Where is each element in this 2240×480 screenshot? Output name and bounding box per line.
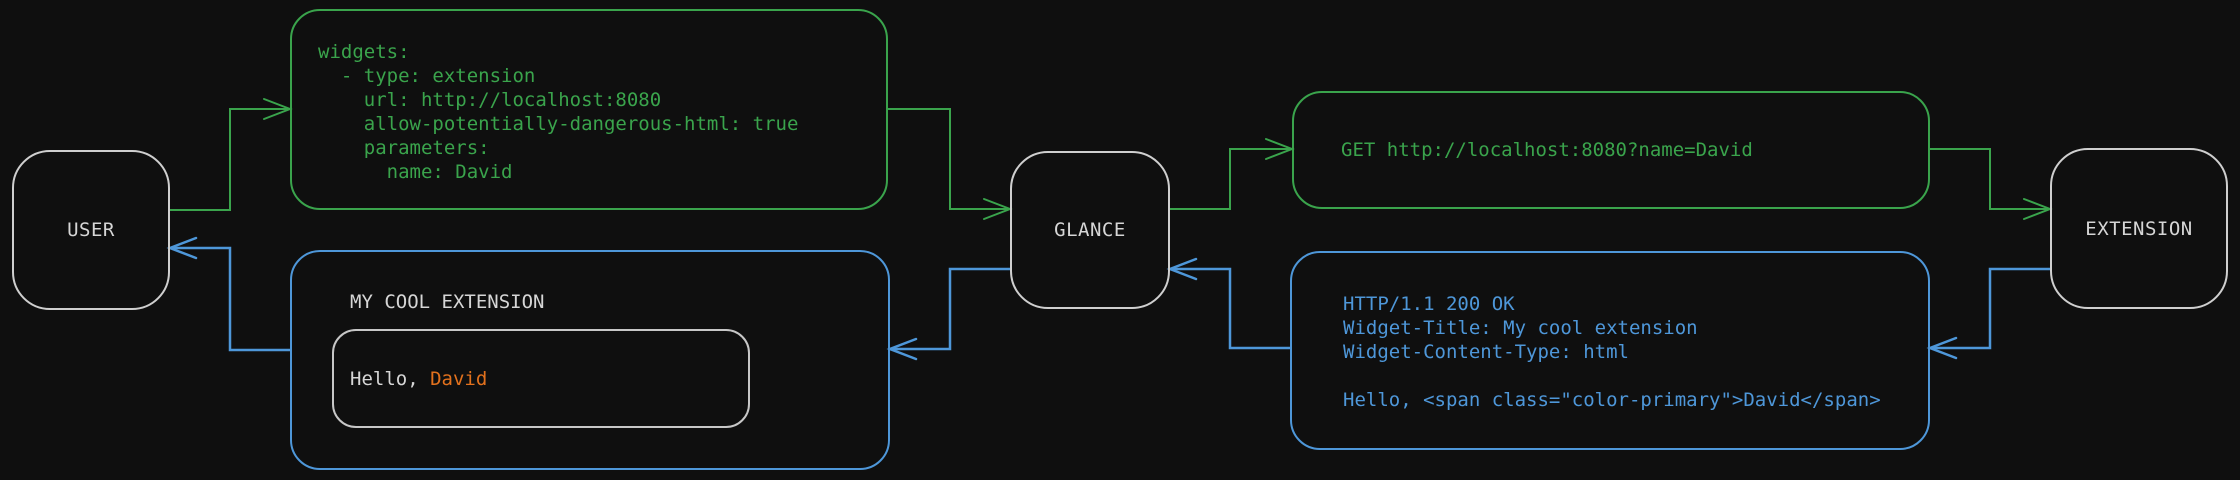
widget-title: MY COOL EXTENSION [350, 291, 545, 313]
code-line: - type: extension [318, 65, 536, 87]
code-line: name: David [318, 161, 513, 183]
node-glance-label: GLANCE [1054, 219, 1126, 241]
rendered-widget-box: MY COOL EXTENSION Hello, David [290, 250, 890, 470]
config-yaml-code: widgets: - type: extension url: http://l… [318, 40, 798, 184]
http-response-box: HTTP/1.1 200 OK Widget-Title: My cool ex… [1290, 251, 1930, 450]
code-line: HTTP/1.1 200 OK [1343, 293, 1515, 315]
code-line: parameters: [318, 137, 490, 159]
greeting-prefix: Hello, [350, 367, 431, 390]
node-glance: GLANCE [1010, 151, 1170, 309]
config-yaml-box: widgets: - type: extension url: http://l… [290, 9, 888, 210]
code-line [1343, 364, 1881, 388]
arrow-glance-to-widget [886, 267, 1010, 361]
node-extension: EXTENSION [2050, 148, 2228, 309]
widget-greeting: Hello, David [350, 368, 487, 390]
greeting-name: David [430, 367, 488, 390]
arrow-response-to-glance [1166, 257, 1290, 350]
arrow-extension-to-response [1926, 267, 2050, 360]
code-line: widgets: [318, 41, 410, 63]
http-response-code: HTTP/1.1 200 OK Widget-Title: My cool ex… [1343, 292, 1881, 412]
arrow-config-to-glance [888, 108, 1013, 220]
arrow-request-to-extension [1930, 148, 2053, 220]
widget-output-box: Hello, David [332, 329, 750, 428]
code-line: Widget-Content-Type: html [1343, 341, 1629, 363]
arrow-widget-to-user [166, 236, 290, 352]
http-request-box: GET http://localhost:8080?name=David [1292, 91, 1930, 209]
code-line: url: http://localhost:8080 [318, 89, 662, 111]
node-extension-label: EXTENSION [2085, 217, 2193, 240]
node-user: USER [12, 150, 170, 310]
node-user-label: USER [67, 219, 115, 241]
code-line: allow-potentially-dangerous-html: true [318, 113, 799, 135]
arrow-glance-to-request [1170, 138, 1295, 210]
code-line: Hello, <span class="color-primary">David… [1343, 389, 1881, 411]
code-line: Widget-Title: My cool extension [1343, 317, 1698, 339]
arrow-user-to-config [170, 98, 293, 211]
http-request-text: GET http://localhost:8080?name=David [1341, 139, 1753, 161]
